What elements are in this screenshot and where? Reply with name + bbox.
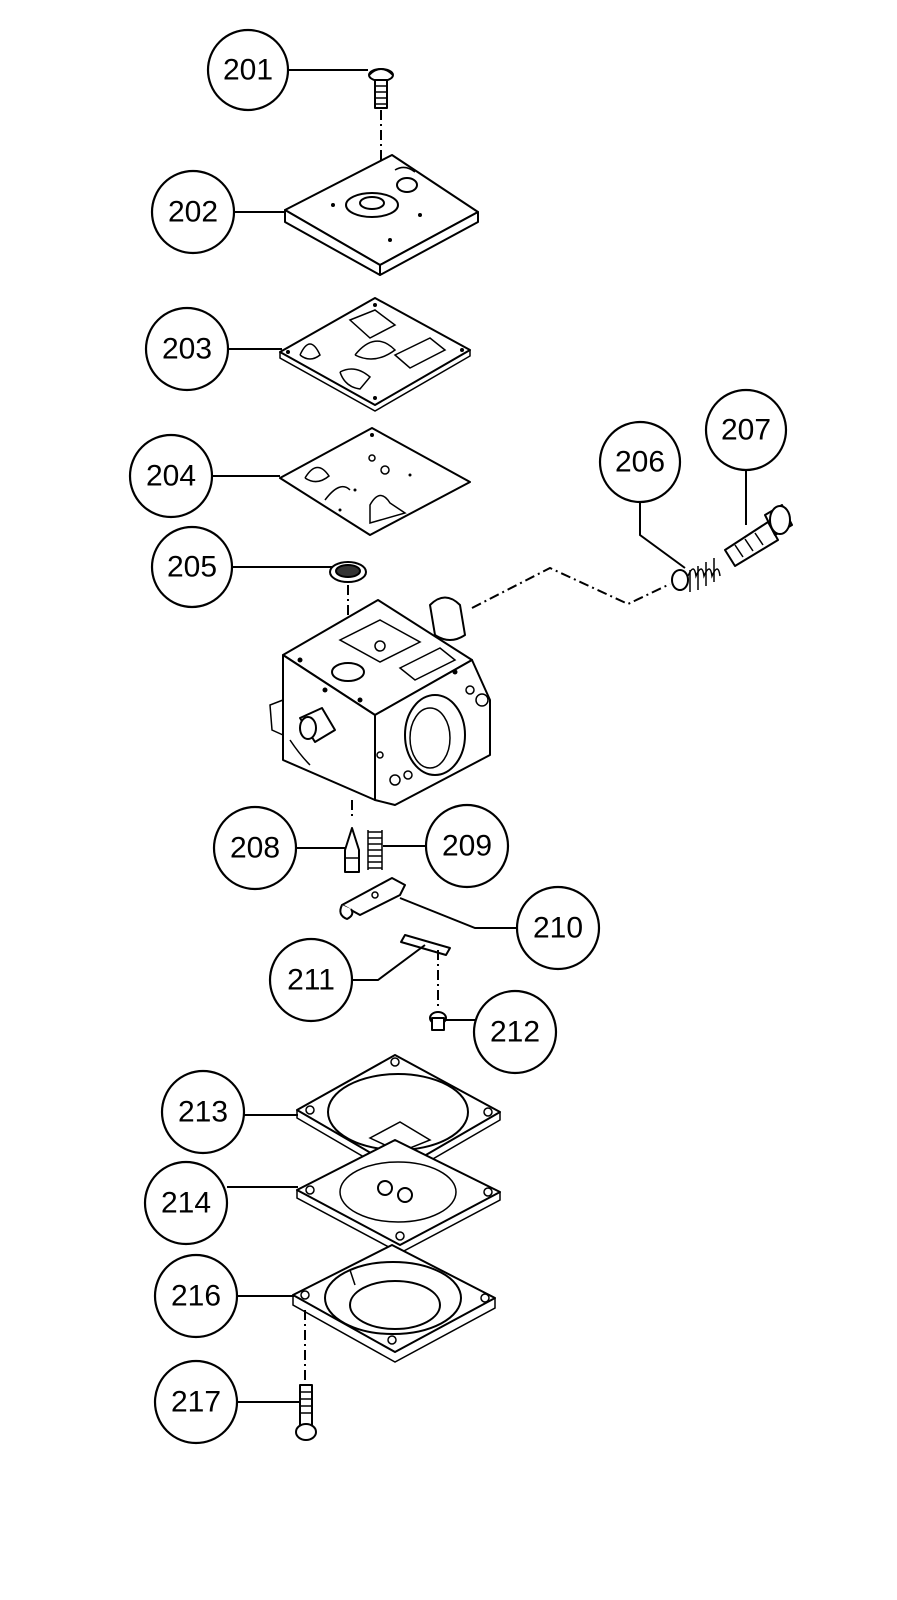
- callout-label: 210: [533, 912, 583, 945]
- part-217-screw: [295, 1384, 317, 1441]
- part-201-screw: [368, 68, 394, 109]
- callout-202: 202: [150, 169, 236, 255]
- callout-205: 205: [150, 525, 234, 609]
- callout-label: 201: [223, 54, 273, 87]
- callout-206: 206: [598, 420, 682, 504]
- part-212-screw: [429, 1011, 447, 1031]
- part-214-pump-diaphragm: [296, 1139, 501, 1254]
- part-205-filter-screen: [329, 561, 367, 583]
- callout-label: 214: [161, 1187, 211, 1220]
- callout-label: 204: [146, 460, 196, 493]
- callout-label: 202: [168, 196, 218, 229]
- callout-212: 212: [472, 989, 558, 1075]
- part-207-adjusting-screw: [724, 504, 793, 567]
- part-213-gasket: [296, 1054, 501, 1179]
- callout-label: 206: [615, 446, 665, 479]
- callout-label: 209: [442, 830, 492, 863]
- part-216-pump-cover: [292, 1244, 496, 1363]
- callout-label: 211: [287, 964, 335, 997]
- callout-214: 214: [143, 1160, 229, 1246]
- callout-208: 208: [212, 805, 298, 891]
- part-208-inlet-needle: [344, 827, 360, 873]
- callout-213: 213: [160, 1069, 246, 1155]
- callout-216: 216: [153, 1253, 239, 1339]
- leader-lines: [213, 69, 747, 1403]
- part-202-cover-plate: [284, 154, 479, 276]
- carburetor-body: [269, 596, 491, 806]
- callout-211: 211: [268, 937, 354, 1023]
- part-210-control-lever: [339, 877, 406, 920]
- part-204-diaphragm: [279, 427, 471, 536]
- part-209-spring: [367, 830, 383, 870]
- callout-207: 207: [704, 388, 788, 472]
- callout-203: 203: [144, 306, 230, 392]
- callout-210: 210: [515, 885, 601, 971]
- callout-label: 213: [178, 1096, 228, 1129]
- part-206-spring: [671, 558, 721, 592]
- part-211-lever-pin: [400, 934, 451, 956]
- callout-label: 205: [167, 551, 217, 584]
- callout-209: 209: [424, 803, 510, 889]
- callout-217: 217: [153, 1359, 239, 1445]
- callout-label: 216: [171, 1280, 221, 1313]
- callout-201: 201: [206, 28, 290, 112]
- callout-label: 203: [162, 333, 212, 366]
- callout-label: 212: [490, 1016, 540, 1049]
- callout-label: 207: [721, 414, 771, 447]
- callout-label: 208: [230, 832, 280, 865]
- callout-label: 217: [171, 1386, 221, 1419]
- callout-204: 204: [128, 433, 214, 519]
- part-203-gasket: [279, 297, 471, 412]
